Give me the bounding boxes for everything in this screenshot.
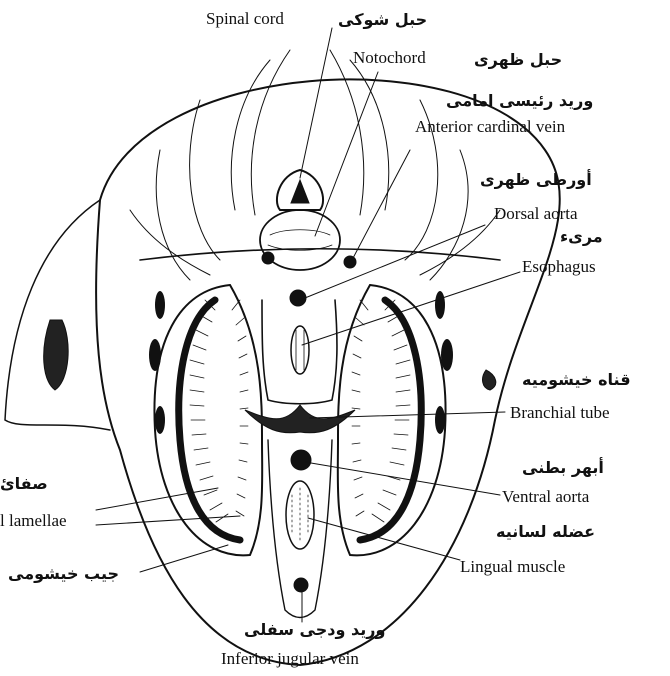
label-gill-lamellae-en: l lamellae	[0, 512, 67, 529]
left-slit	[44, 320, 69, 390]
label-anterior-cardinal-vein-ar: وريد رئيسى امامى	[446, 93, 593, 109]
label-anterior-cardinal-vein-en: Anterior cardinal vein	[415, 118, 565, 135]
left-flank	[5, 200, 110, 430]
label-gill-pouch-ar: جيب خيشومى	[8, 566, 119, 582]
label-dorsal-aorta-en: Dorsal aorta	[494, 205, 578, 222]
right-gill-arch	[338, 285, 446, 555]
label-spinal-cord-en: Spinal cord	[206, 10, 284, 27]
label-lingual-muscle-ar: عضله لسانيه	[496, 524, 595, 540]
neural-canal	[291, 180, 309, 203]
label-inferior-jugular-vein-ar: وريد ودجى سفلى	[244, 622, 385, 638]
label-branchial-tube-ar: قناه خيشوميه	[522, 372, 631, 388]
label-branchial-tube-en: Branchial tube	[510, 404, 610, 421]
inferior-jugular-vein-shape	[294, 578, 308, 592]
label-inferior-jugular-vein-en: Inferior jugular vein	[221, 650, 359, 667]
myomere-lines	[130, 50, 500, 280]
esophagus-shape	[291, 326, 309, 374]
label-dorsal-aorta-ar: أورطى ظهرى	[480, 172, 592, 188]
ventral-aorta-shape	[291, 450, 311, 470]
label-ventral-aorta-en: Ventral aorta	[502, 488, 589, 505]
lamellae-right	[352, 300, 410, 522]
label-ventral-aorta-ar: أبهر بطنى	[522, 460, 604, 476]
label-lingual-muscle-en: Lingual muscle	[460, 558, 565, 575]
label-spinal-cord-ar: حبل شوكى	[338, 12, 427, 28]
left-gill-arch	[154, 285, 262, 555]
label-esophagus-ar: مرىء	[560, 229, 603, 245]
lamellae-left	[190, 300, 248, 522]
label-notochord-ar: حبل ظهرى	[474, 52, 562, 68]
right-slit	[483, 370, 496, 390]
dorsal-aorta-shape	[290, 290, 306, 306]
label-notochord-en: Notochord	[353, 49, 426, 66]
label-esophagus-en: Esophagus	[522, 258, 596, 275]
label-gill-lamellae-ar: صفائ	[0, 476, 48, 492]
pharynx	[262, 300, 337, 404]
